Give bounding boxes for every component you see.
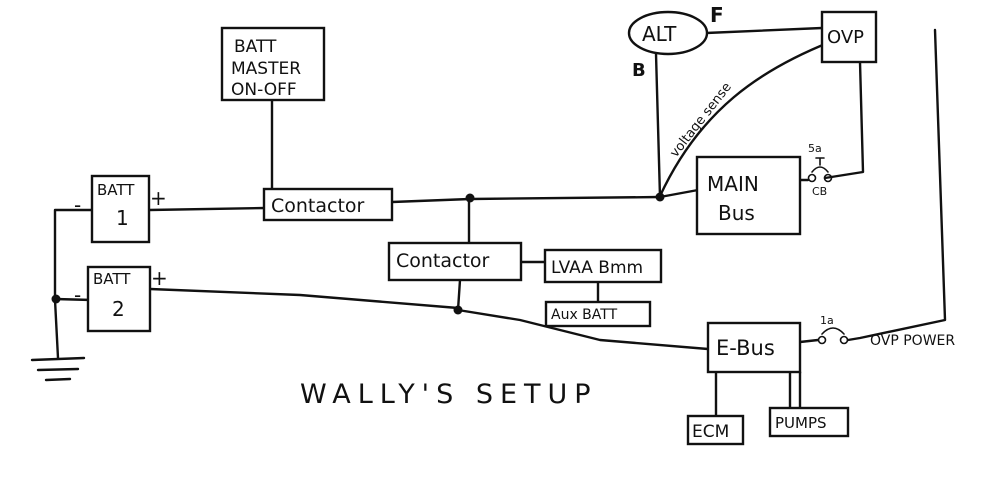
wire-batt2-positive — [148, 287, 460, 310]
junction-node-lower — [453, 305, 463, 315]
main-circuit-breaker-icon — [807, 157, 833, 183]
battery-2-number: 2 — [112, 297, 125, 321]
wire-ground-bus — [53, 208, 95, 360]
battery-2-minus: - — [74, 283, 81, 307]
ground-icon — [30, 356, 86, 382]
battery-2-plus: + — [151, 266, 168, 290]
alternator: ALT — [627, 10, 709, 56]
ecm-box: ECM — [686, 414, 745, 446]
main-contactor-box: Contactor — [262, 187, 394, 222]
junction-node-ground — [51, 294, 61, 304]
main-bus-label-1: MAIN — [707, 172, 759, 196]
voltage-sense-label: voltage sense — [667, 80, 735, 161]
ovp-label: OVP — [827, 27, 864, 48]
alt-output-terminal-label: B — [632, 60, 646, 81]
ecm-label: ECM — [692, 422, 729, 442]
ebus-label: E-Bus — [716, 336, 775, 360]
wire-main-feed — [390, 188, 700, 204]
batt-master-line-2: MASTER — [231, 59, 301, 79]
lvaa-box: LVAA Bmm — [543, 248, 663, 284]
alternator-label: ALT — [642, 22, 677, 46]
wire-voltage-sense — [658, 40, 832, 198]
batt-master-line-3: ON-OFF — [231, 80, 297, 100]
wire-ebus-pumps — [788, 370, 802, 410]
battery-1-plus: + — [150, 186, 167, 210]
junction-node-top — [465, 193, 475, 203]
diagram-title: WALLY'S SETUP — [300, 379, 598, 410]
lvaa-label: LVAA Bmm — [551, 258, 643, 278]
aux-contactor-label: Contactor — [396, 250, 490, 272]
pumps-label: PUMPS — [775, 414, 827, 432]
wire-ovp-power — [846, 28, 947, 342]
alt-field-terminal-label: F — [710, 3, 724, 27]
main-bus-label-2: Bus — [718, 201, 755, 225]
wire-alt-output — [654, 52, 662, 199]
pumps-box: PUMPS — [768, 406, 850, 438]
batt-master-line-1: BATT — [234, 37, 277, 57]
aux-batt-label: Aux BATT — [551, 307, 618, 323]
main-contactor-label: Contactor — [271, 195, 365, 217]
junction-node-main-bus — [655, 192, 665, 202]
ovp-box: OVP — [820, 10, 878, 64]
battery-1-box: BATT 1 — [90, 174, 151, 244]
wire-batt1-positive — [147, 206, 267, 212]
wire-ovp-to-cb — [823, 60, 865, 180]
batt-master-box: BATT MASTER ON-OFF — [220, 26, 326, 102]
battery-2-box: BATT 2 — [86, 265, 152, 333]
aux-contactor-box: Contactor — [387, 241, 523, 282]
battery-1-number: 1 — [116, 206, 129, 230]
ebus-box: E-Bus — [706, 321, 802, 374]
battery-2-label: BATT — [93, 270, 131, 288]
ovp-power-label: OVP POWER — [870, 333, 955, 349]
battery-1-minus: - — [74, 193, 81, 217]
wire-alt-field — [704, 26, 824, 35]
main-cb-label: CB — [812, 185, 827, 198]
wire-aux-contactor-down — [456, 278, 462, 312]
ebus-cb-rating: 1a — [820, 314, 834, 327]
main-cb-rating: 5a — [808, 142, 822, 155]
wire-ebus-feed — [456, 308, 710, 351]
main-bus-box: MAIN Bus — [695, 155, 802, 236]
battery-1-label: BATT — [97, 181, 135, 199]
wires — [53, 26, 947, 418]
aux-batt-box: Aux BATT — [544, 300, 652, 328]
ebus-circuit-breaker-icon — [817, 327, 849, 345]
wire-ebus-to-cb — [798, 338, 820, 344]
